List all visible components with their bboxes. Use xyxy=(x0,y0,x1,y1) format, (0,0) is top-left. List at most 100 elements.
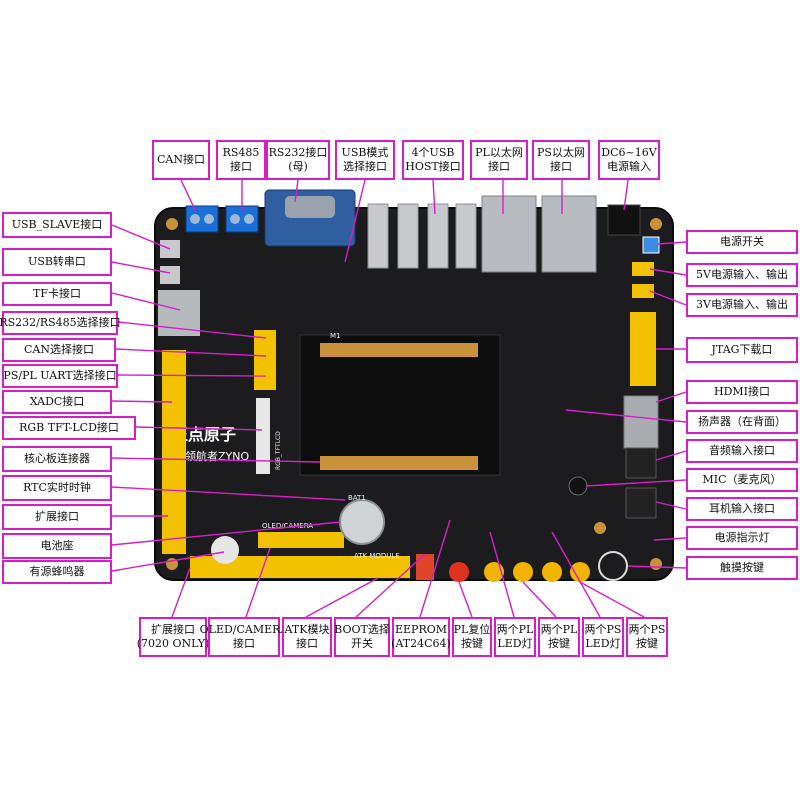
mic-component xyxy=(568,476,588,496)
label-text: 3V电源输入、输出 xyxy=(696,298,788,311)
usb-host-port xyxy=(427,203,449,269)
jtag-header xyxy=(630,312,656,386)
label-text: 两个PL LED灯 xyxy=(496,623,534,650)
power-header-5v xyxy=(632,262,654,276)
label-text: PL复位 按键 xyxy=(453,623,491,650)
label-text: JTAG下载口 xyxy=(711,343,773,356)
label-text: 扩展接口 (7020 ONLY) xyxy=(136,623,210,650)
label-power-5v: 5V电源输入、输出 xyxy=(686,263,798,287)
label-power-indicator: 电源指示灯 xyxy=(686,526,798,550)
label-rs485-port: RS485 接口 xyxy=(216,140,266,180)
label-usb-mode-select: USB模式 选择接口 xyxy=(335,140,395,180)
usb-serial-jack xyxy=(160,266,180,284)
label-tf-card: TF卡接口 xyxy=(2,282,112,306)
label-atk-module-port: ATK模块 接口 xyxy=(282,617,332,657)
label-text: 扩展接口 xyxy=(35,510,79,523)
boot-switch xyxy=(416,554,434,580)
label-text: PS以太网 接口 xyxy=(537,146,585,173)
label-text: CAN选择接口 xyxy=(24,343,94,356)
audio-in-jack xyxy=(625,447,657,479)
label-touch-key: 触摸按键 xyxy=(686,556,798,580)
m1-label: M1 xyxy=(330,332,341,340)
label-text: PS/PL UART选择接口 xyxy=(3,369,117,382)
ps-key xyxy=(542,562,562,582)
label-text: RS232/RS485选择接口 xyxy=(0,316,121,329)
label-usb-serial: USB转串口 xyxy=(2,248,112,276)
label-text: MIC（麦克风） xyxy=(702,473,782,486)
core-board xyxy=(299,334,501,476)
label-text: 两个PL 按键 xyxy=(540,623,578,650)
label-ps-led: 两个PS LED灯 xyxy=(582,617,624,657)
label-power-switch: 电源开关 xyxy=(686,230,798,254)
label-can-select: CAN选择接口 xyxy=(2,338,116,362)
label-text: 有源蜂鸣器 xyxy=(29,565,85,578)
label-text: 耳机输入接口 xyxy=(709,502,775,515)
label-text: BOOT选择 开关 xyxy=(334,623,390,650)
usb-host-port xyxy=(397,203,419,269)
label-expansion-port: 扩展接口 xyxy=(2,504,112,530)
label-text: TF卡接口 xyxy=(33,287,81,300)
label-text: RS232接口 (母) xyxy=(268,146,328,173)
label-oled-camera-port: OLED/CAMERA 接口 xyxy=(200,617,288,657)
label-speaker: 扬声器（在背面） xyxy=(686,410,798,434)
rgb-connector-label: RGB_TFTLCD xyxy=(275,431,282,470)
label-rs232-port: RS232接口 (母) xyxy=(266,140,330,180)
label-active-buzzer: 有源蜂鸣器 xyxy=(2,560,112,584)
oled-camera-header xyxy=(258,532,344,548)
mounting-hole xyxy=(650,218,662,230)
touch-key-pad xyxy=(598,551,628,581)
rtc-battery xyxy=(339,499,385,545)
label-text: RTC实时时钟 xyxy=(23,481,91,494)
label-text: USB转串口 xyxy=(28,255,86,268)
label-pl-reset: PL复位 按键 xyxy=(452,617,492,657)
leader-lines xyxy=(111,179,687,618)
label-text: 电池座 xyxy=(40,539,74,552)
label-jtag-download: JTAG下载口 xyxy=(686,337,798,363)
label-pl-led: 两个PL LED灯 xyxy=(494,617,536,657)
atk-module-label: ATK MODULE xyxy=(354,552,400,560)
label-text: HDMI接口 xyxy=(713,385,771,398)
label-ps-key: 两个PS 按键 xyxy=(626,617,668,657)
label-usb-host: 4个USB HOST接口 xyxy=(402,140,464,180)
ps-key xyxy=(570,562,590,582)
label-dc-power-in: DC6~16V 电源输入 xyxy=(598,140,660,180)
label-text: 5V电源输入、输出 xyxy=(696,268,788,281)
battery-label: BAT1 xyxy=(348,494,366,502)
power-header-3v xyxy=(632,284,654,298)
core-connector-top xyxy=(320,343,478,357)
jumper-block xyxy=(254,330,276,390)
label-text: USB_SLAVE接口 xyxy=(11,218,103,231)
label-rs232-485-select: RS232/RS485选择接口 xyxy=(0,311,121,335)
pl-key xyxy=(513,562,533,582)
label-text: ATK模块 接口 xyxy=(284,623,330,650)
mounting-hole xyxy=(166,218,178,230)
ps-ethernet-jack xyxy=(541,195,597,273)
label-text: 触摸按键 xyxy=(720,561,764,574)
label-text: 扬声器（在背面） xyxy=(698,415,786,428)
label-expansion-7020: 扩展接口 (7020 ONLY) xyxy=(136,617,210,657)
oled-camera-header-label: OLED/CAMERA xyxy=(262,522,313,530)
label-pl-key: 两个PL 按键 xyxy=(538,617,580,657)
lcd-fpc-connector xyxy=(256,398,270,474)
label-pl-ethernet: PL以太网 接口 xyxy=(470,140,528,180)
label-ps-ethernet: PS以太网 接口 xyxy=(532,140,590,180)
label-rgb-tft-lcd: RGB TFT-LCD接口 xyxy=(2,416,136,440)
usb-host-port xyxy=(455,203,477,269)
pl-key xyxy=(484,562,504,582)
board-logo-text: 正点原子 xyxy=(172,425,236,444)
label-text: CAN接口 xyxy=(157,153,205,166)
label-text: USB模式 选择接口 xyxy=(341,146,389,173)
mounting-hole xyxy=(650,558,662,570)
label-core-board-connector: 核心板连接器 xyxy=(2,446,112,472)
label-text: RS485 接口 xyxy=(222,146,260,173)
label-text: 两个PS LED灯 xyxy=(584,623,622,650)
atk-module-header xyxy=(350,562,406,578)
hdmi-connector xyxy=(623,395,659,449)
label-xadc: XADC接口 xyxy=(2,390,112,414)
label-battery-holder: 电池座 xyxy=(2,533,112,559)
reset-key xyxy=(449,562,469,582)
label-text: OLED/CAMERA 接口 xyxy=(199,623,289,650)
core-connector-bottom xyxy=(320,456,478,470)
